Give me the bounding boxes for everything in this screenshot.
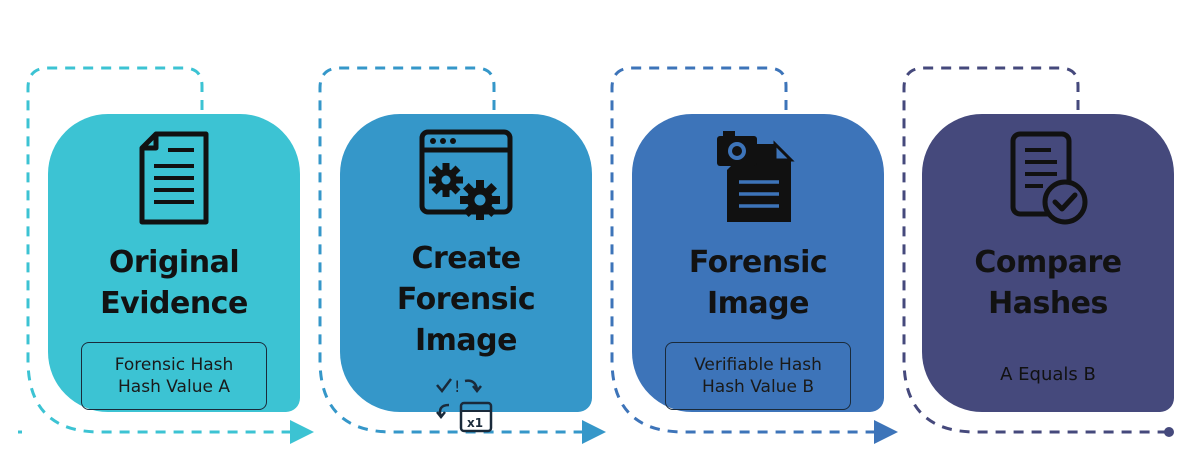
step-create-forensic-image: Create Forensic Image ! x1 [340, 114, 592, 433]
browser-gears-icon [411, 128, 521, 224]
hash-label: Verifiable Hash [694, 355, 822, 375]
svg-text:!: ! [454, 377, 460, 396]
connector-4 [902, 66, 1166, 434]
connector-3 [610, 66, 898, 444]
step-original-evidence: Original Evidence Forensic Hash Hash Val… [48, 114, 300, 412]
step-title: Create Forensic Image [396, 241, 536, 358]
step-title: Compare Hashes [974, 245, 1122, 321]
hash-label: Forensic Hash [114, 355, 234, 375]
hash-value: Hash Value B [702, 377, 814, 397]
step-title: Original Evidence [100, 245, 248, 321]
step-compare-hashes: Compare Hashes A Equals B [922, 114, 1174, 412]
hash-box: Verifiable Hash Hash Value B [665, 342, 851, 410]
step-forensic-image: Forensic Image Verifiable Hash Hash Valu… [632, 114, 884, 412]
svg-text:x1: x1 [467, 416, 483, 430]
step-title: Forensic Image [688, 245, 828, 321]
connector-2 [318, 66, 606, 444]
hash-value: Hash Value A [118, 377, 230, 397]
end-dot [1164, 427, 1174, 437]
connector-1 [26, 66, 314, 444]
hash-box: Forensic Hash Hash Value A [81, 342, 267, 410]
checked-document-icon [993, 128, 1103, 228]
result-text: A Equals B [1000, 364, 1096, 385]
calculation-icon: ! x1 [431, 375, 501, 435]
document-icon [119, 128, 229, 228]
camera-document-icon [703, 128, 813, 228]
